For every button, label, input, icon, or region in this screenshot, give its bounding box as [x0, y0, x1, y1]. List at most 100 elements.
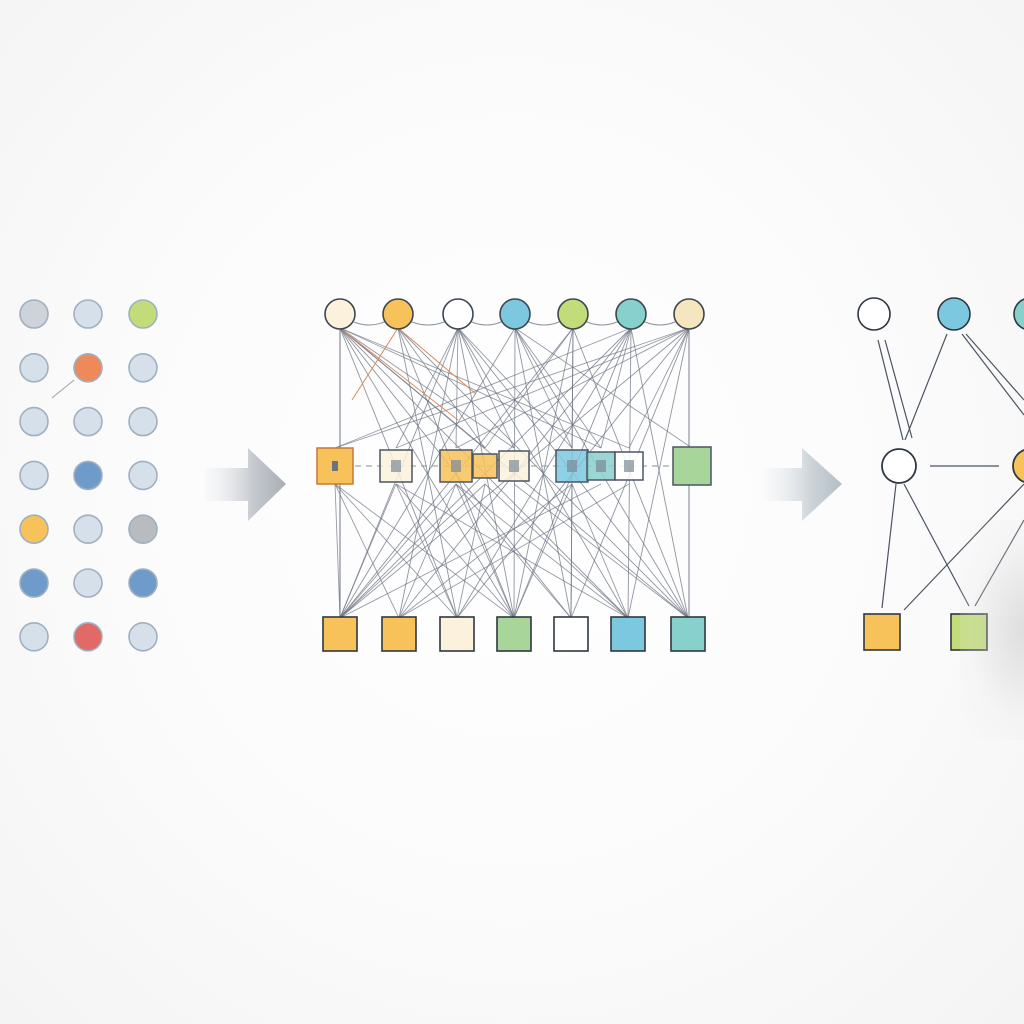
network-edge [571, 483, 629, 619]
network-edge [628, 327, 690, 449]
network-edge [455, 327, 690, 449]
network-edge [339, 327, 486, 449]
network-edge [334, 483, 341, 619]
bottom-node [553, 616, 589, 652]
network-edge [334, 483, 400, 619]
network-edge [627, 327, 690, 619]
network-edge [877, 339, 904, 441]
middle-node-core [596, 460, 606, 472]
input-node [73, 621, 103, 652]
top-node [615, 298, 647, 330]
top-node [557, 298, 589, 330]
network-edge [484, 483, 629, 619]
input-node [73, 514, 103, 545]
input-node [19, 621, 49, 652]
top-node [499, 298, 531, 330]
network-edge [600, 327, 632, 449]
input-node [19, 568, 49, 598]
bottom-node [670, 616, 706, 652]
middle-node-core [332, 461, 338, 471]
network-edge [398, 483, 630, 619]
middle-node-core [624, 460, 634, 472]
network-edge [339, 327, 516, 619]
network-edge [339, 327, 459, 421]
input-node [73, 460, 103, 491]
right-arrow-icon [763, 448, 842, 521]
edges-group [334, 321, 693, 619]
network-edge [455, 327, 459, 449]
network-edge [456, 327, 632, 619]
middle-node-core [509, 460, 519, 472]
right-arrow-icon [205, 448, 286, 521]
bottom-node [496, 616, 532, 652]
network-edge [395, 483, 629, 619]
network-edge [484, 327, 574, 449]
network-edge [965, 333, 1024, 401]
network-edge [884, 339, 913, 439]
bottom-node [381, 616, 417, 652]
bottom-node [322, 616, 358, 652]
network-edge [339, 327, 602, 449]
top-node [382, 298, 414, 330]
network-edge [514, 327, 693, 449]
input-node [128, 568, 158, 598]
input-node [73, 568, 103, 598]
input-node [128, 352, 158, 383]
network-edge [514, 327, 602, 449]
middle-node-core [391, 460, 401, 472]
network-edge [457, 327, 573, 449]
bottom-node [863, 613, 901, 651]
top-node [1013, 298, 1024, 330]
network-edge [630, 327, 689, 619]
network-edge [395, 483, 458, 619]
input-node [128, 406, 158, 437]
input-node [19, 299, 49, 329]
input-node [128, 460, 158, 491]
network-edge [881, 483, 897, 609]
input-node [128, 299, 158, 329]
edge-shadow [960, 520, 1024, 740]
network-edge [398, 327, 459, 619]
middle-node [1012, 449, 1024, 483]
network-edge [457, 327, 515, 449]
network-edge [904, 333, 948, 441]
input-node [19, 406, 49, 437]
input-node [19, 352, 49, 383]
input-node [73, 406, 103, 437]
network-edge [334, 483, 515, 619]
input-node [128, 621, 158, 652]
network-edge [395, 327, 459, 449]
middle-node [672, 446, 712, 486]
network-edge [339, 483, 397, 619]
input-node [73, 352, 103, 383]
network-edge [397, 327, 486, 449]
network-edge [903, 483, 970, 607]
dense-network-group [316, 298, 712, 652]
middle-node [472, 453, 498, 479]
network-edge [339, 483, 457, 619]
network-edge [334, 327, 632, 449]
network-edge [334, 327, 690, 449]
bottom-node [439, 616, 475, 652]
network-edge [513, 483, 573, 619]
network-edge [570, 483, 573, 619]
network-edge [351, 327, 399, 401]
network-edge [339, 483, 602, 619]
top-node [673, 298, 705, 330]
network-edge [455, 483, 629, 619]
network-edge [339, 483, 486, 619]
middle-node-core [451, 460, 461, 472]
bottom-node [610, 616, 646, 652]
connector-line [51, 379, 75, 399]
top-node [442, 298, 474, 330]
network-edge [961, 333, 1024, 416]
top-node [857, 297, 891, 331]
network-edge [514, 327, 572, 619]
network-edge [398, 483, 457, 619]
input-node [128, 514, 158, 545]
top-node [324, 298, 356, 330]
middle-node [881, 448, 917, 484]
input-node [19, 514, 49, 545]
